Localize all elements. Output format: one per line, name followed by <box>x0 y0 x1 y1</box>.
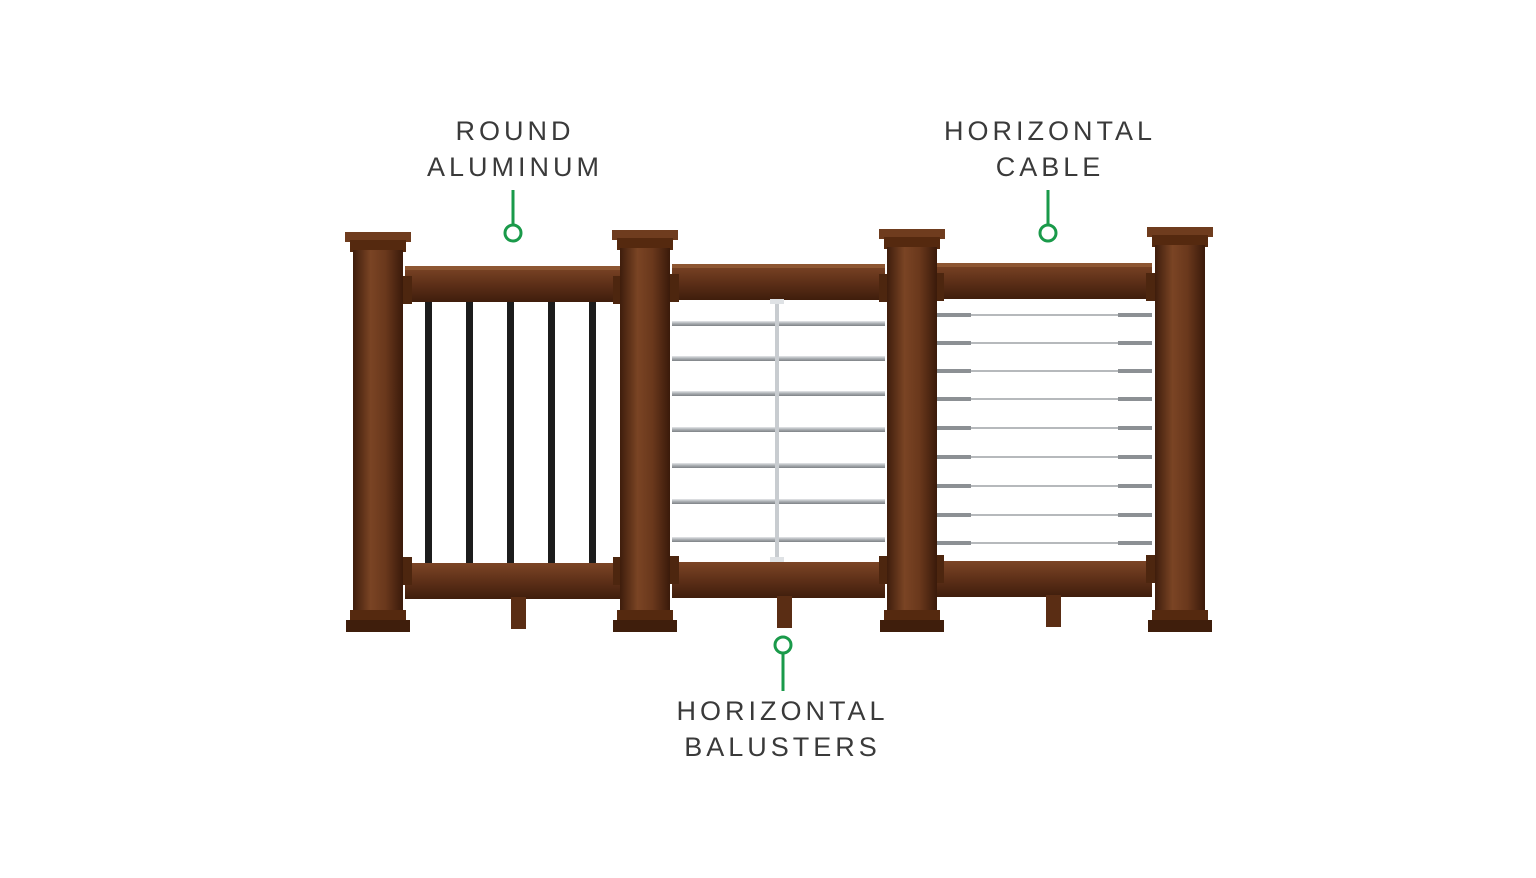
post-2 <box>612 230 678 632</box>
post-4 <box>1147 227 1213 632</box>
bottom-rail-panel-2 <box>672 562 885 598</box>
label-line: ROUND <box>455 116 575 146</box>
label-line: HORIZONTAL <box>676 696 889 726</box>
label-line: HORIZONTAL <box>943 116 1156 146</box>
top-rail-panel-3 <box>937 263 1152 299</box>
label-round-aluminum: ROUND ALUMINUM <box>395 113 635 185</box>
label-horizontal-cable: HORIZONTAL CABLE <box>925 113 1175 185</box>
horizontal-balusters <box>672 299 885 562</box>
bottom-rail-panel-3 <box>937 561 1152 597</box>
label-line: CABLE <box>995 152 1105 182</box>
horizontal-cables <box>937 313 1152 545</box>
round-aluminum-balusters <box>425 302 596 563</box>
post-3 <box>879 229 945 632</box>
callout-pin-icon <box>503 190 523 243</box>
callout-pin-icon <box>773 635 793 691</box>
rail-brackets <box>402 273 1156 585</box>
top-rail-panel-2 <box>672 264 885 300</box>
post-1 <box>345 232 411 632</box>
support-blocks <box>511 595 1061 629</box>
bottom-rail-panel-1 <box>405 563 620 599</box>
label-line: ALUMINUM <box>426 152 603 182</box>
label-horizontal-balusters: HORIZONTAL BALUSTERS <box>650 693 915 765</box>
callout-pin-icon <box>1038 190 1058 243</box>
label-line: BALUSTERS <box>684 732 881 762</box>
top-rail-panel-1 <box>405 266 620 302</box>
